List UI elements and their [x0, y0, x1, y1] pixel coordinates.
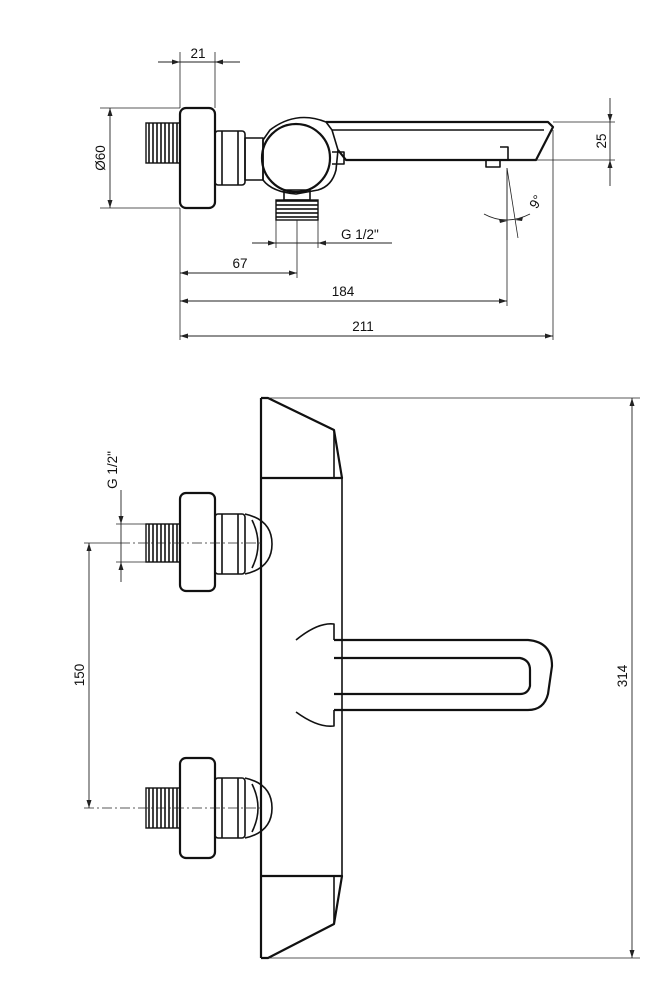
dim-25: 25 [510, 98, 615, 186]
top-threaded-connector [145, 122, 181, 164]
dim-diameter-60: Ø60 [93, 107, 180, 209]
top-view: 21 Ø60 G 1/2" 67 [93, 46, 615, 340]
top-lever-knob [332, 151, 345, 165]
dim-front-thread: G 1/2" [105, 451, 146, 582]
front-lower-inlet [84, 756, 273, 860]
top-mixer-body [260, 122, 332, 194]
dim-angle-9-label: 9° [526, 192, 545, 211]
top-spout [326, 120, 555, 162]
top-aerator [485, 146, 509, 168]
dim-67-label: 67 [232, 256, 247, 271]
dim-angle-9: 9° [483, 167, 546, 240]
front-lever-top [295, 623, 335, 641]
dim-25-label: 25 [594, 133, 609, 148]
front-view: G 1/2" 150 314 [72, 396, 640, 960]
top-wall-flange [178, 106, 217, 210]
front-spout [334, 638, 554, 712]
dim-top-thread: G 1/2" [252, 220, 392, 248]
top-hex-nut [214, 130, 246, 186]
dim-211-label: 211 [352, 319, 374, 334]
front-lever-bottom [295, 710, 335, 728]
dim-211: 211 [180, 130, 554, 340]
dim-314-label: 314 [615, 664, 630, 687]
top-sleeve [244, 137, 264, 181]
dim-top-thread-label: G 1/2" [341, 227, 379, 242]
dim-21-label: 21 [190, 46, 205, 61]
dim-150: 150 [72, 542, 120, 808]
top-body-housing [262, 116, 339, 195]
dim-184-label: 184 [332, 284, 355, 299]
top-bottom-inlet [275, 189, 319, 221]
dim-150-label: 150 [72, 664, 87, 687]
dim-21: 21 [158, 46, 240, 108]
dim-67: 67 [179, 208, 298, 340]
dim-diameter-60-label: Ø60 [93, 145, 108, 171]
dim-front-thread-label: G 1/2" [105, 451, 120, 489]
front-upper-inlet [120, 491, 273, 593]
dim-314: 314 [268, 397, 640, 959]
front-main-body [259, 396, 344, 960]
